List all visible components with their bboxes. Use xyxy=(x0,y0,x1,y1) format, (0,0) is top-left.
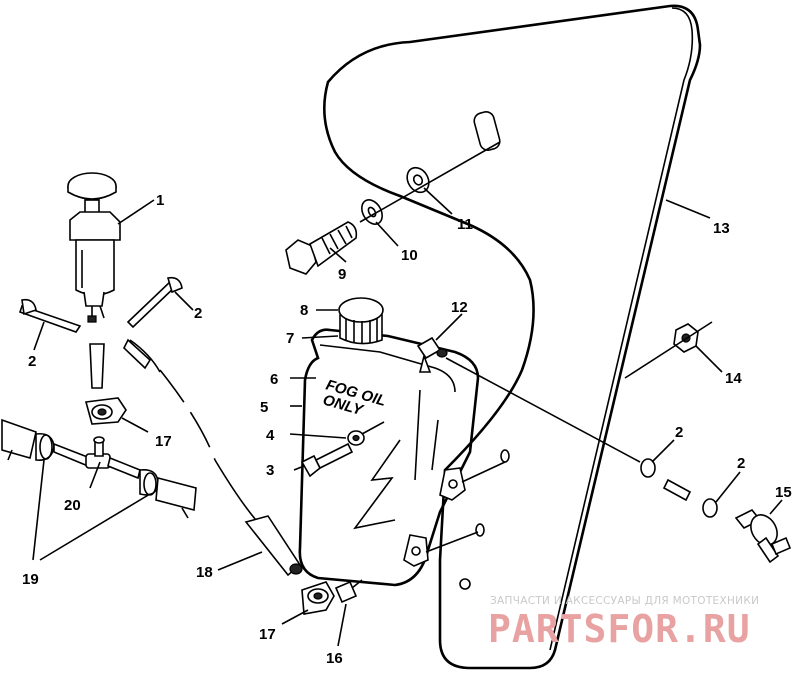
nut-centerline xyxy=(624,321,713,379)
callout-6: 6 xyxy=(270,371,278,388)
callout-13: 13 xyxy=(713,220,730,237)
tank-mount-tab-lower xyxy=(403,534,429,567)
hose-18 xyxy=(244,515,303,577)
panel-slot xyxy=(473,111,501,151)
washer-4 xyxy=(347,430,365,446)
callout-5: 5 xyxy=(260,399,268,416)
primer-pump xyxy=(67,172,121,323)
panel-hole xyxy=(459,578,471,590)
hose-clamps-right xyxy=(640,458,718,518)
callout-9: 9 xyxy=(338,266,346,283)
callout-17-lower: 17 xyxy=(259,626,276,643)
callout-2-right-b: 2 xyxy=(737,455,745,472)
callout-7: 7 xyxy=(286,330,294,347)
watermark-brand: PARTSFOR.RU xyxy=(488,607,751,651)
hose-clip-17-upper xyxy=(84,397,127,425)
vent-line xyxy=(445,357,641,463)
fuel-line xyxy=(89,338,266,531)
tank-outlet-fitting xyxy=(334,579,363,604)
screw-3 xyxy=(300,442,354,478)
callout-2-left: 2 xyxy=(28,353,36,370)
callout-12: 12 xyxy=(451,299,468,316)
callout-18: 18 xyxy=(196,564,213,581)
callout-17-upper: 17 xyxy=(155,433,172,450)
callout-10: 10 xyxy=(401,247,418,264)
callout-2-right-a: 2 xyxy=(675,424,683,441)
callout-20: 20 xyxy=(64,497,81,514)
watermark: ЗАПЧАСТИ И АКСЕССУАРЫ ДЛЯ МОТОТЕХНИКИ PA… xyxy=(488,595,759,651)
washer-10 xyxy=(361,199,383,225)
watermark-tagline: ЗАПЧАСТИ И АКСЕССУАРЫ ДЛЯ МОТОТЕХНИКИ xyxy=(490,595,759,607)
callout-3: 3 xyxy=(266,462,274,479)
hose-clip-17-lower xyxy=(301,581,335,615)
callout-19: 19 xyxy=(22,571,39,588)
side-panel xyxy=(323,4,702,670)
callout-2-upper-right: 2 xyxy=(194,305,202,322)
callout-labels: 1 2 2 2 2 3 4 5 6 7 8 9 10 11 12 13 14 1… xyxy=(22,192,792,667)
callout-15: 15 xyxy=(775,484,792,501)
callout-4: 4 xyxy=(266,427,275,444)
callout-8: 8 xyxy=(300,302,308,319)
callout-1: 1 xyxy=(156,192,164,209)
callout-16: 16 xyxy=(326,650,343,667)
vent-fitting xyxy=(416,336,448,373)
hose-clamp-upper-right xyxy=(126,276,183,329)
tank-mount-tab-upper xyxy=(439,467,466,501)
check-valve xyxy=(734,508,792,564)
tank-cap xyxy=(338,297,384,345)
tee-fitting-assembly xyxy=(1,418,197,519)
mounting-bolt xyxy=(285,221,358,275)
hose-clamp-left xyxy=(18,298,82,333)
callout-14: 14 xyxy=(725,370,742,387)
leader-lines xyxy=(32,187,783,647)
callout-11: 11 xyxy=(457,216,473,233)
screw-centerline xyxy=(361,421,385,435)
bolt-centerline xyxy=(359,141,501,223)
